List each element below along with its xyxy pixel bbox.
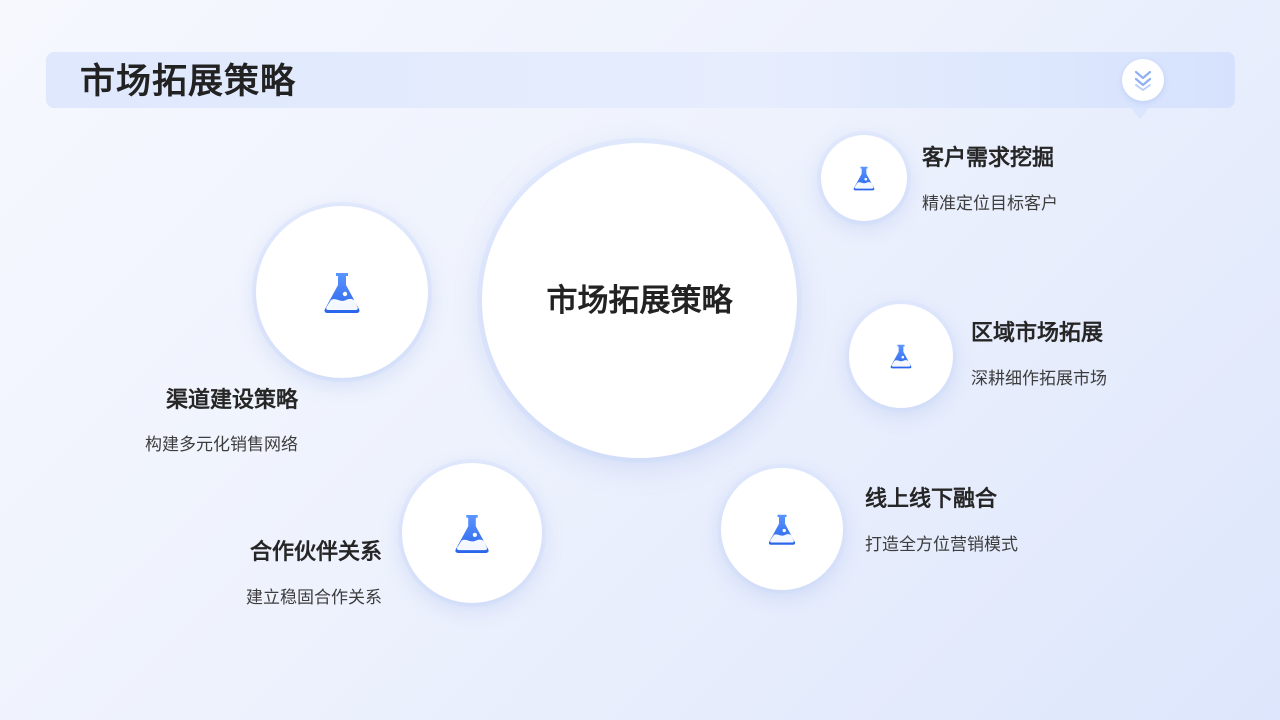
flask-icon xyxy=(455,514,489,553)
node-circle-channel[interactable] xyxy=(256,206,428,378)
double-chevron-down-icon xyxy=(1134,70,1152,91)
flask-icon xyxy=(890,344,912,369)
node-title-partner: 合作伙伴关系 xyxy=(249,540,382,565)
center-circle xyxy=(482,143,797,458)
node-circle-online[interactable] xyxy=(721,468,843,590)
node-circle-region[interactable] xyxy=(849,304,953,408)
node-title-channel: 渠道建设策略 xyxy=(165,388,298,413)
collapse-button[interactable] xyxy=(1122,59,1164,101)
flask-icon xyxy=(324,273,360,313)
header-pointer xyxy=(1131,108,1149,119)
node-title-region: 区域市场拓展 xyxy=(971,321,1104,346)
node-circle-partner[interactable] xyxy=(402,463,542,603)
header-bar xyxy=(46,52,1235,108)
node-desc-customer: 精准定位目标客户 xyxy=(922,194,1058,214)
node-desc-region: 深耕细作拓展市场 xyxy=(971,369,1107,389)
node-desc-partner: 建立稳固合作关系 xyxy=(246,588,382,608)
flask-icon xyxy=(853,166,875,191)
node-title-online: 线上线下融合 xyxy=(865,487,998,512)
node-desc-channel: 构建多元化销售网络 xyxy=(145,435,298,455)
node-desc-online: 打造全方位营销模式 xyxy=(865,535,1018,555)
center-label: 市场拓展策略 xyxy=(546,283,733,319)
flask-icon xyxy=(768,514,796,545)
node-title-customer: 客户需求挖掘 xyxy=(922,146,1055,171)
node-circle-customer[interactable] xyxy=(821,135,907,221)
page-title: 市场拓展策略 xyxy=(80,62,297,102)
